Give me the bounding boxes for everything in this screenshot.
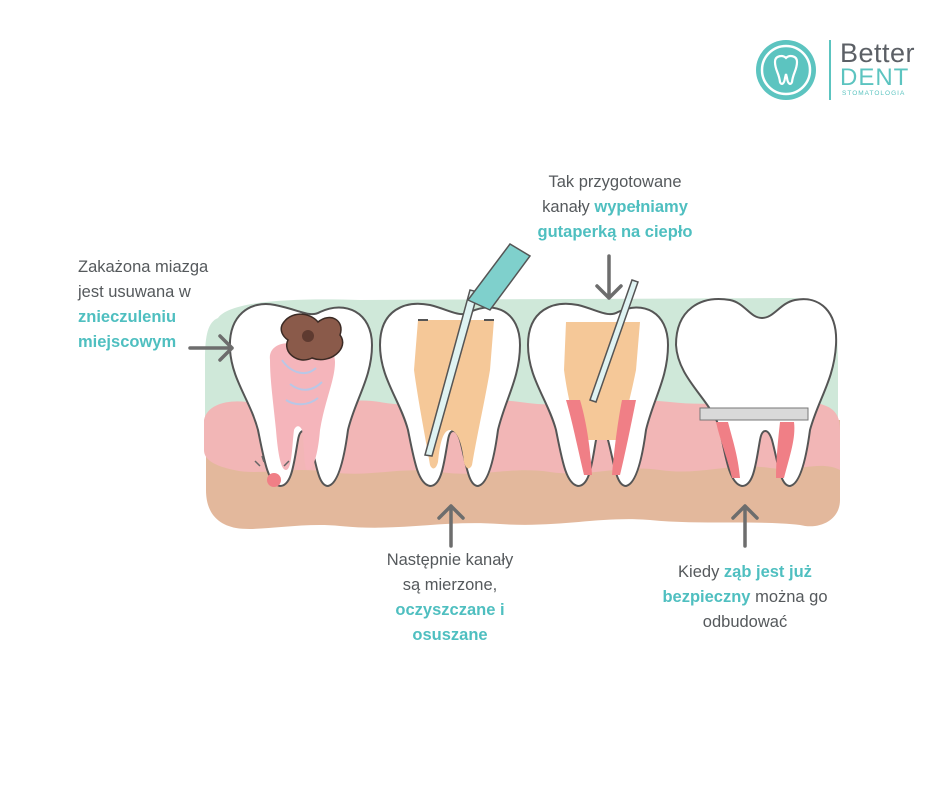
label-line: Następnie kanały xyxy=(360,548,540,573)
infection-spot xyxy=(267,473,281,487)
label-highlight: ząb jest już xyxy=(724,563,812,581)
arrow-down-icon xyxy=(597,256,621,298)
label-filling: Tak przygotowane kanały wypełniamy gutap… xyxy=(520,170,710,245)
label-line: kanały wypełniamy xyxy=(520,195,710,220)
arrow-up-icon xyxy=(733,506,757,546)
label-text: Kiedy xyxy=(678,563,724,581)
label-canal-cleaning: Następnie kanały są mierzone, oczyszczan… xyxy=(360,548,540,648)
label-line: są mierzone, xyxy=(360,573,540,598)
label-highlight: miejscowym xyxy=(78,330,248,355)
arrow-up-icon xyxy=(439,506,463,546)
label-highlight: oczyszczane i xyxy=(360,598,540,623)
label-text: można go xyxy=(750,588,827,606)
label-highlight: wypełniamy xyxy=(594,198,688,216)
label-line: odbudować xyxy=(645,610,845,635)
label-line: bezpieczny można go xyxy=(645,585,845,610)
label-text: kanały xyxy=(542,198,594,216)
label-line: Zakażona miazga xyxy=(78,255,248,280)
label-line: jest usuwana w xyxy=(78,280,248,305)
label-line: Tak przygotowane xyxy=(520,170,710,195)
label-highlight: osuszane xyxy=(360,623,540,648)
label-line: Kiedy ząb jest już xyxy=(645,560,845,585)
label-highlight: gutaperką na ciepło xyxy=(520,220,710,245)
label-highlight: znieczuleniu xyxy=(78,305,248,330)
label-highlight: bezpieczny xyxy=(662,588,750,606)
label-pulp-removal: Zakażona miazga jest usuwana w znieczule… xyxy=(78,255,248,355)
label-rebuild: Kiedy ząb jest już bezpieczny można go o… xyxy=(645,560,845,635)
